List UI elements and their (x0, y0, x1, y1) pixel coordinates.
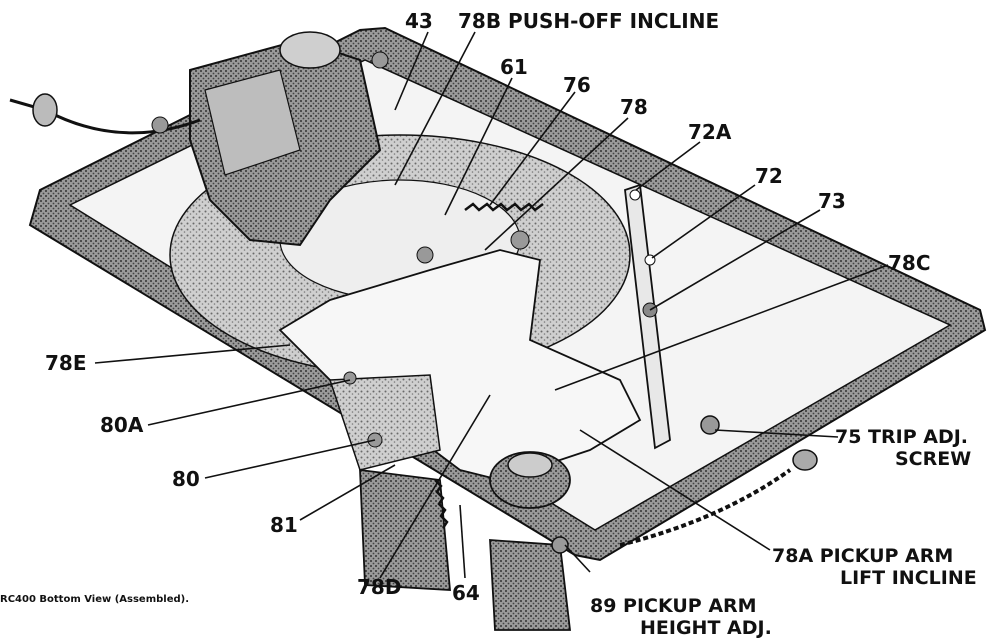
trip-adj-screw (700, 415, 720, 435)
mount-screw-2 (371, 51, 389, 69)
mount-screw-4 (416, 246, 434, 264)
front-leg-left (359, 468, 451, 591)
figure-caption: RC400 Bottom View (Assembled). (0, 594, 189, 605)
cord-grommet (32, 93, 58, 127)
label-80: 80 (172, 467, 200, 491)
label-78a-pickup-arm: 78A PICKUP ARM (772, 545, 953, 567)
label-78c: 78C (888, 251, 931, 275)
pickup-plug (792, 449, 818, 471)
front-leg-right (489, 539, 572, 631)
label-76: 76 (563, 73, 591, 97)
pivot-72a (629, 189, 641, 201)
label-43: 43 (405, 9, 433, 33)
label-78a-lift-incline: LIFT INCLINE (840, 567, 977, 589)
rear-bracket (328, 374, 441, 471)
label-81: 81 (270, 513, 298, 537)
label-78d: 78D (357, 575, 401, 599)
mount-screw-1 (151, 116, 169, 134)
label-72a: 72A (688, 120, 732, 144)
label-75-trip-adj: 75 TRIP ADJ. (835, 426, 968, 448)
motor-coil (204, 69, 301, 176)
label-78: 78 (620, 95, 648, 119)
label-72: 72 (755, 164, 783, 188)
label-80a: 80A (100, 413, 144, 437)
label-78b-push-off-incline: 78B PUSH-OFF INCLINE (458, 9, 719, 33)
spring-64 (434, 479, 449, 529)
label-64: 64 (452, 581, 480, 605)
label-75-screw: SCREW (895, 448, 971, 470)
label-61: 61 (500, 55, 528, 79)
motor-pulley (279, 31, 341, 69)
mount-screw-3 (510, 230, 530, 250)
spring-76 (464, 202, 544, 212)
mount-screw-6 (343, 371, 357, 385)
spindle-gear-top (507, 452, 553, 478)
label-89-pickup-arm: 89 PICKUP ARM (590, 595, 757, 617)
label-78e: 78E (45, 351, 87, 375)
label-89-height-adj: HEIGHT ADJ. (640, 617, 772, 639)
leader-lines (94, 31, 889, 579)
label-73: 73 (818, 189, 846, 213)
height-adj-screw (551, 536, 569, 554)
